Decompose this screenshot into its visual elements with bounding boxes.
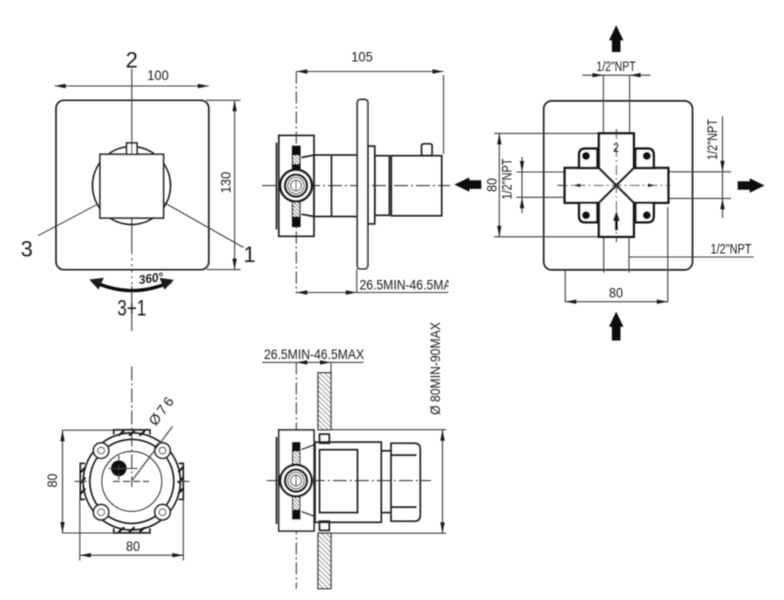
- svg-text:1/2"NPT: 1/2"NPT: [499, 158, 515, 199]
- svg-text:26.5MIN-46.5MAX: 26.5MIN-46.5MAX: [264, 346, 364, 362]
- svg-text:3+1: 3+1: [117, 297, 146, 322]
- svg-text:360°: 360°: [138, 270, 164, 288]
- svg-text:1/2"NPT: 1/2"NPT: [705, 119, 721, 160]
- svg-text:1/2"NPT: 1/2"NPT: [596, 59, 636, 75]
- svg-text:80: 80: [126, 538, 140, 554]
- svg-text:1: 1: [243, 242, 255, 267]
- svg-text:2: 2: [613, 141, 619, 155]
- svg-text:2: 2: [126, 48, 138, 73]
- svg-text:105: 105: [351, 49, 372, 65]
- svg-text:80: 80: [609, 285, 623, 301]
- svg-text:1/2"NPT: 1/2"NPT: [711, 241, 752, 257]
- svg-text:80: 80: [44, 474, 60, 488]
- svg-text:3: 3: [21, 237, 33, 262]
- svg-text:100: 100: [147, 68, 168, 84]
- svg-text:80: 80: [484, 178, 500, 192]
- svg-text:26.5MIN-46.5MAX: 26.5MIN-46.5MAX: [360, 277, 460, 293]
- svg-text:Ø 80MIN-90MAX: Ø 80MIN-90MAX: [427, 322, 443, 415]
- svg-text:130: 130: [218, 172, 234, 193]
